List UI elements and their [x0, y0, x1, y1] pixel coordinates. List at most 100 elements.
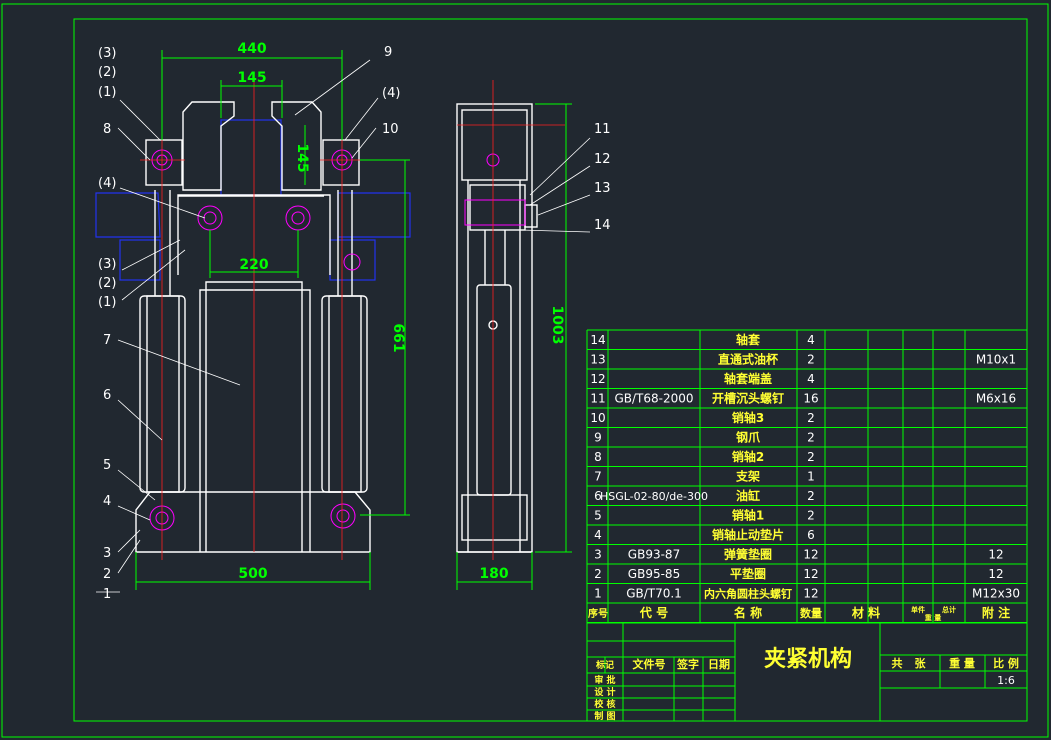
part-qty: 6	[807, 528, 815, 542]
callout-1b: (1)	[98, 295, 116, 310]
part-name: 内六角圆柱头螺钉	[704, 587, 792, 601]
dim-500: 500	[238, 566, 267, 582]
part-no: 14	[590, 333, 605, 347]
callout-4a: (4)	[98, 176, 116, 191]
part-name: 开槽沉头螺钉	[712, 391, 784, 406]
side-view: 180 1003 11 12 13 14	[456, 80, 611, 590]
scale-value: 1:6	[997, 674, 1015, 687]
part-code: HSGL-02-80/de-300	[600, 490, 708, 503]
callout-2: 2	[103, 567, 111, 582]
hdr-seq: 序号	[588, 607, 608, 620]
hdr-weight: 重 量	[925, 613, 941, 622]
lbl-drawing: 制 图	[594, 710, 615, 722]
dim-145-width: 145	[237, 70, 266, 86]
callout-2a: (2)	[98, 65, 116, 80]
dim-1003: 1003	[549, 306, 565, 345]
part-qty: 2	[807, 353, 815, 367]
part-no: 12	[590, 372, 605, 386]
part-qty: 2	[807, 450, 815, 464]
callout-10: 10	[382, 122, 399, 137]
part-code: GB95-85	[628, 567, 680, 581]
lbl-file-no: 文件号	[633, 657, 666, 671]
dim-220: 220	[239, 257, 268, 273]
dim-145-height: 145	[294, 143, 310, 172]
lbl-check: 校 核	[594, 698, 615, 710]
part-qty: 2	[807, 509, 815, 523]
callout-9: 9	[384, 45, 392, 60]
callout-8: 8	[103, 122, 111, 137]
hdr-name: 名 称	[734, 605, 762, 620]
part-qty: 1	[807, 470, 815, 484]
callout-1: 1	[103, 587, 111, 602]
hdr-code: 代 号	[639, 605, 668, 620]
outer-border	[1, 3, 1049, 738]
callout-1a: (1)	[98, 85, 116, 100]
callout-12: 12	[594, 152, 611, 167]
dim-440: 440	[237, 41, 266, 57]
part-name: 轴套端盖	[724, 371, 772, 386]
part-no: 4	[594, 528, 602, 542]
part-remark: 12	[988, 567, 1003, 581]
callout-2b: (2)	[98, 276, 116, 291]
lbl-design: 设 计	[594, 686, 615, 698]
part-name: 平垫圈	[730, 566, 766, 581]
lbl-sign: 签字	[676, 657, 699, 671]
part-name: 直通式油杯	[718, 352, 779, 367]
callout-6: 6	[103, 388, 111, 403]
lbl-mark: 标记	[595, 659, 614, 671]
part-name: 油缸	[736, 488, 760, 503]
part-no: 13	[590, 353, 605, 367]
part-name: 销轴1	[732, 508, 764, 523]
hdr-unit-weight: 单件	[911, 605, 925, 614]
part-name: 轴套	[736, 332, 761, 347]
part-remark: M6x16	[976, 392, 1016, 406]
lbl-scale: 比 例	[993, 656, 1019, 670]
part-qty: 4	[807, 333, 815, 347]
part-no: 3	[594, 548, 602, 562]
part-code: GB93-87	[628, 548, 680, 562]
callout-4: 4	[103, 494, 111, 509]
part-remark: M12x30	[972, 587, 1020, 601]
lbl-review: 审 批	[594, 674, 615, 686]
hdr-qty: 数量	[800, 606, 822, 620]
part-no: 5	[594, 509, 602, 523]
hdr-total-weight: 总计	[942, 605, 956, 614]
part-no: 7	[594, 470, 602, 484]
hdr-material: 材 料	[851, 605, 880, 620]
part-qty: 2	[807, 489, 815, 503]
part-code: GB/T70.1	[626, 587, 682, 601]
drawing-title: 夹紧机构	[764, 646, 852, 672]
part-name: 销轴止动垫片	[712, 527, 784, 542]
hdr-remark: 附 注	[982, 605, 1010, 620]
part-no: 10	[590, 411, 605, 425]
part-no: 8	[594, 450, 602, 464]
inner-border	[73, 18, 1028, 722]
dim-661: 661	[390, 323, 406, 352]
dim-180: 180	[479, 566, 508, 582]
part-no: 6	[594, 489, 602, 503]
callout-7: 7	[103, 333, 111, 348]
part-name: 支架	[735, 469, 760, 484]
part-name: 销轴2	[732, 449, 764, 464]
lbl-sheet: 张	[915, 656, 927, 670]
lbl-weight-tb: 重 量	[949, 656, 975, 670]
part-name: 销轴3	[732, 410, 764, 425]
part-no: 1	[594, 587, 602, 601]
part-qty: 12	[803, 567, 818, 581]
callout-4c: (4)	[382, 86, 400, 101]
callout-3: 3	[103, 546, 111, 561]
part-no: 11	[590, 392, 605, 406]
callout-3b: (3)	[98, 257, 116, 272]
part-no: 9	[594, 431, 602, 445]
part-qty: 12	[803, 587, 818, 601]
part-qty: 4	[807, 372, 815, 386]
part-qty: 2	[807, 411, 815, 425]
callout-13: 13	[594, 181, 611, 196]
part-code: GB/T68-2000	[614, 392, 693, 406]
part-qty: 2	[807, 431, 815, 445]
lbl-total: 共	[892, 656, 903, 670]
part-no: 2	[594, 567, 602, 581]
callout-5: 5	[103, 458, 111, 473]
